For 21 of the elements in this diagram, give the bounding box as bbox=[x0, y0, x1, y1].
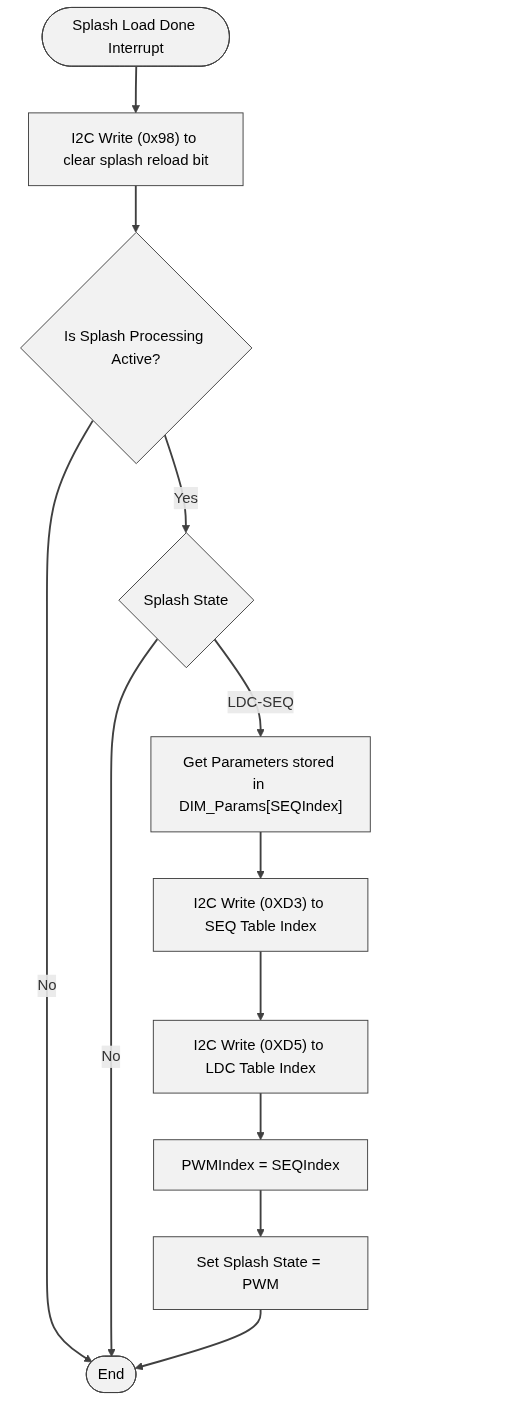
node-box: I2C Write (0x98) to clear splash reload bit bbox=[28, 112, 244, 187]
node-box: Set Splash State = PWM bbox=[152, 1236, 369, 1310]
node-box: Get Parameters stored in DIM_Params[SEQIndex] bbox=[150, 736, 371, 833]
arrow bbox=[256, 830, 265, 879]
arrow bbox=[134, 1308, 262, 1371]
node-box: I2C Write (0XD5) to LDC Table Index bbox=[152, 1019, 369, 1094]
arrow bbox=[256, 950, 265, 1021]
edge-label: LDC-SEQ bbox=[227, 693, 294, 710]
arrow bbox=[256, 1092, 265, 1141]
arrow bbox=[131, 184, 140, 233]
arrow bbox=[131, 65, 140, 114]
arrow bbox=[256, 1189, 265, 1238]
node-diamond: Splash State bbox=[118, 532, 255, 669]
edge-label: No bbox=[37, 977, 57, 994]
node-box: PWMIndex = SEQIndex bbox=[153, 1139, 369, 1191]
node-diamond: Is Splash Processing Active? bbox=[20, 231, 253, 465]
arrow bbox=[46, 419, 94, 1363]
node-box: I2C Write (0XD3) to SEQ Table Index bbox=[152, 878, 369, 952]
arrow bbox=[107, 638, 159, 1357]
edge-label: Yes bbox=[173, 489, 199, 506]
edge-label: No bbox=[101, 1048, 121, 1065]
